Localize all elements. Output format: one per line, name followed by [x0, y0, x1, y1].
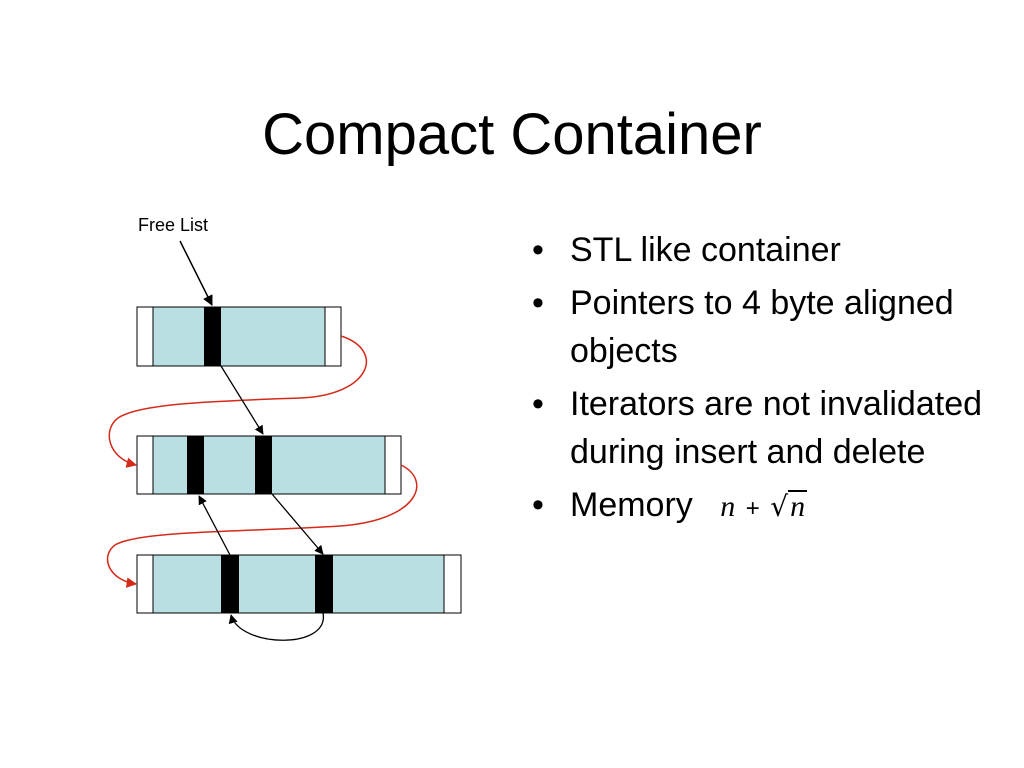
free-list-pointer-arrow: [179, 240, 213, 306]
bullet-text: Pointers to 4 byte aligned objects: [570, 284, 954, 370]
block-link-arrow-2-to-3: [106, 464, 418, 588]
bullet-item-iterators: • Iterators are not invalidated during i…: [530, 380, 1000, 476]
block-3-left-cap: [136, 554, 154, 614]
formula-n: n: [720, 490, 736, 523]
block-2-right-cap: [384, 435, 402, 495]
bullet-dot: •: [532, 284, 544, 322]
formula-radicand: n: [788, 490, 808, 523]
bullet-text: Iterators are not invalidated during ins…: [570, 385, 983, 471]
bullet-item-stl: • STL like container: [530, 226, 1000, 274]
free-list-label: Free List: [138, 215, 208, 235]
free-pointer-arrow-4: [228, 612, 324, 641]
block-2-free-slot-a: [187, 436, 204, 494]
block-1-free-slot: [204, 307, 221, 366]
block-3-free-slot-a: [221, 555, 239, 613]
free-pointer-arrow-2: [271, 493, 324, 555]
formula-sqrt: √n: [770, 483, 808, 531]
bullet-item-memory: • Memory n + √n: [530, 481, 1000, 533]
free-pointer-arrow-1: [220, 365, 264, 435]
free-pointer-arrow-3: [198, 495, 231, 556]
memory-formula: n + √n: [720, 490, 808, 523]
bullet-dot: •: [532, 385, 544, 423]
compact-container-diagram: Free List: [106, 215, 462, 641]
block-3-right-cap: [443, 554, 462, 614]
sqrt-icon: √: [770, 490, 789, 523]
bullet-dot: •: [532, 231, 544, 269]
block-3-body: [136, 554, 462, 614]
block-1-body: [136, 306, 342, 367]
bullet-text: STL like container: [570, 231, 841, 269]
bullet-dot: •: [532, 486, 544, 524]
memory-block-1: [136, 306, 342, 367]
block-link-arrow-1-to-2: [108, 335, 368, 468]
bullet-list: • STL like container • Pointers to 4 byt…: [530, 226, 1000, 538]
slide-title: Compact Container: [262, 102, 762, 167]
memory-block-2: [136, 435, 402, 495]
bullet-item-pointers: • Pointers to 4 byte aligned objects: [530, 279, 1000, 375]
memory-block-3: [136, 554, 462, 614]
bullet-text: Memory: [570, 486, 693, 524]
block-1-right-cap: [324, 306, 342, 367]
block-2-left-cap: [136, 435, 154, 495]
block-3-free-slot-b: [315, 555, 333, 613]
formula-plus: +: [745, 495, 760, 522]
block-2-free-slot-b: [255, 436, 272, 494]
block-1-left-cap: [136, 306, 154, 367]
